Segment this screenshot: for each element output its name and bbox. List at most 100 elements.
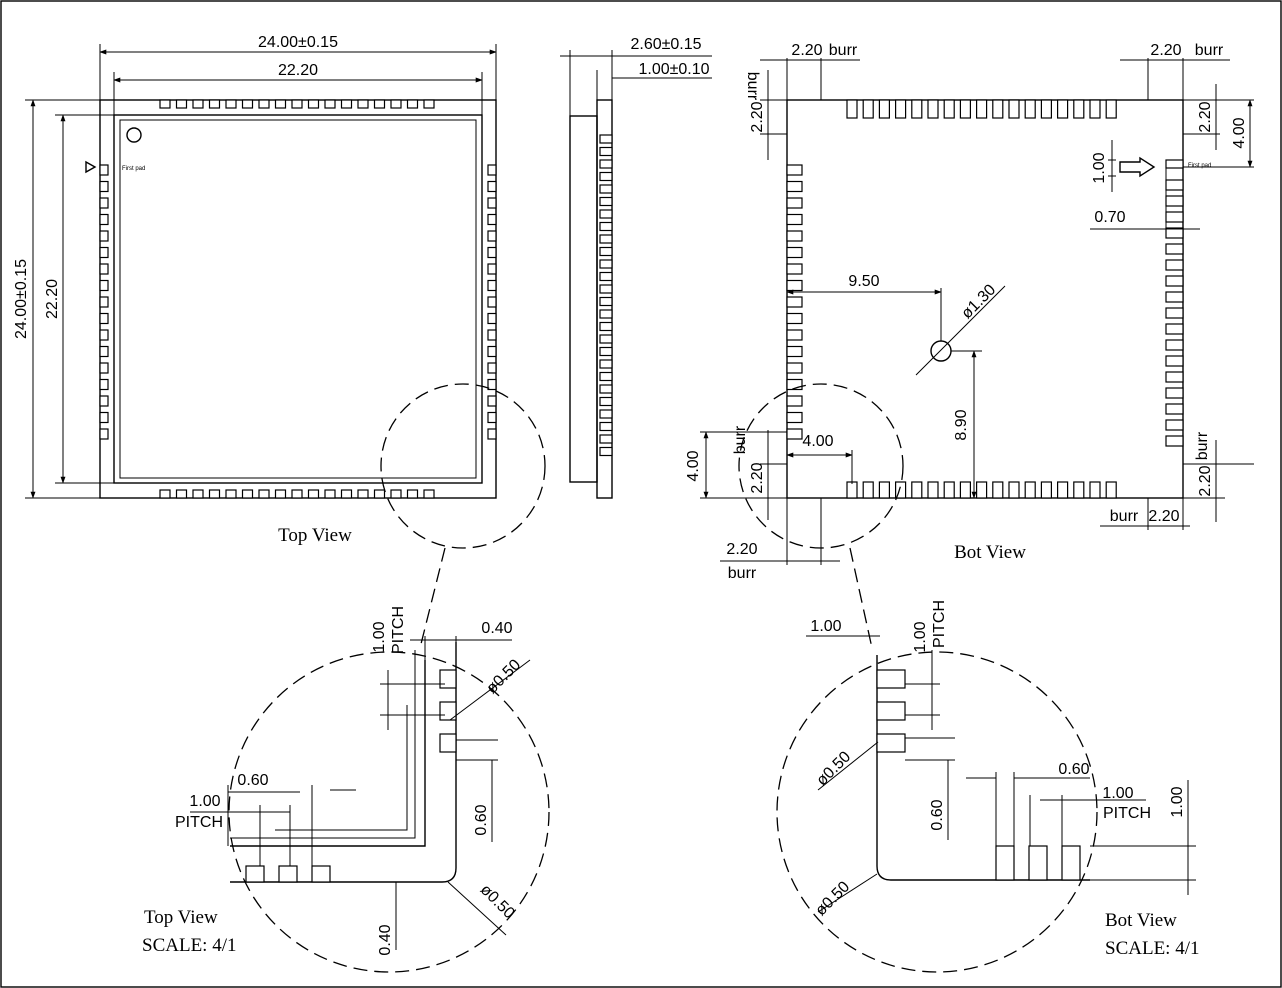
pad <box>487 411 497 424</box>
pad <box>278 865 298 883</box>
pad <box>245 865 265 883</box>
top-view-pads-right <box>487 164 497 440</box>
pad <box>599 146 613 157</box>
pad <box>307 99 320 109</box>
pad <box>291 489 303 499</box>
pad <box>599 371 613 382</box>
top-detail-circle <box>228 651 550 973</box>
pad <box>99 312 109 325</box>
pad <box>99 345 109 358</box>
svg-text:burr: burr <box>829 42 858 59</box>
pad <box>340 99 353 109</box>
pad <box>99 411 109 424</box>
pad <box>487 312 497 325</box>
pad <box>487 362 497 374</box>
pad <box>911 99 923 119</box>
svg-text:PITCH: PITCH <box>390 606 407 654</box>
pad <box>786 345 803 358</box>
pad <box>786 428 803 440</box>
pad <box>311 865 331 883</box>
side-thickness-dim: 2.60±0.15 <box>630 36 701 53</box>
pad <box>99 263 109 275</box>
side-view: 2.60±0.15 1.00±0.10 <box>560 36 712 499</box>
svg-text:2.20: 2.20 <box>749 462 766 493</box>
pad <box>192 489 204 499</box>
pad <box>876 669 906 689</box>
pad <box>1165 355 1184 367</box>
pad <box>786 279 803 292</box>
pad <box>862 99 874 119</box>
bottom-view-pads-left <box>786 164 803 440</box>
side-view-pads <box>599 134 613 457</box>
svg-text:ø0.50: ø0.50 <box>813 748 854 789</box>
pad <box>599 246 613 257</box>
svg-text:1.00: 1.00 <box>1091 152 1108 183</box>
pad <box>786 411 803 424</box>
bottom-view-pads-bottom <box>846 481 1117 499</box>
pad <box>487 263 497 275</box>
pad <box>1165 291 1184 303</box>
pad <box>599 396 613 407</box>
pad <box>786 246 803 259</box>
svg-text:4.00: 4.00 <box>802 433 833 450</box>
pad <box>786 213 803 226</box>
pad <box>878 481 891 499</box>
svg-text:1.00: 1.00 <box>810 618 841 635</box>
pad <box>992 99 1004 119</box>
top-detail-title: Top View <box>144 907 218 928</box>
pad <box>291 99 303 109</box>
pad <box>99 230 109 242</box>
top-detail-scale: SCALE: 4/1 <box>142 935 236 956</box>
svg-text:0.60: 0.60 <box>1058 761 1089 778</box>
pad <box>99 180 109 193</box>
top-detail-pads-vertical <box>439 669 457 753</box>
pad <box>175 489 188 499</box>
pad <box>786 197 803 209</box>
top-detail-view: 0.40 1.00 PITCH ø0.50 0.60 0.60 1.00 PIT… <box>142 547 550 973</box>
pad <box>599 334 613 344</box>
pad <box>1165 211 1184 223</box>
pad <box>99 197 109 209</box>
pad <box>159 99 171 109</box>
pad <box>175 99 188 109</box>
pad <box>911 481 923 499</box>
top-inner-width-dim: 22.20 <box>278 62 318 79</box>
svg-text:ø0.50: ø0.50 <box>477 881 518 922</box>
svg-text:2.20: 2.20 <box>726 541 757 558</box>
pad <box>1165 307 1184 319</box>
pad <box>390 99 402 109</box>
pad <box>1008 99 1020 119</box>
first-pad-arrow-icon <box>1119 156 1156 178</box>
pad <box>373 489 386 499</box>
pad <box>99 395 109 407</box>
pad <box>258 489 270 499</box>
pad <box>324 489 336 499</box>
pad <box>975 481 988 499</box>
pad <box>487 345 497 358</box>
svg-text:8.90: 8.90 <box>953 409 970 440</box>
pad <box>943 481 955 499</box>
pad <box>599 346 613 357</box>
pad <box>786 395 803 407</box>
pad <box>1165 179 1184 191</box>
top-view-pin1-marker <box>126 127 142 143</box>
pad <box>599 321 613 332</box>
pad <box>1165 323 1184 335</box>
pad <box>192 99 204 109</box>
pad <box>423 99 435 109</box>
pad <box>1165 387 1184 399</box>
pad <box>274 99 287 109</box>
pad <box>159 489 171 499</box>
top-overall-height-dim: 24.00±0.15 <box>13 259 30 339</box>
pad <box>599 234 613 244</box>
pad <box>406 99 419 109</box>
pad <box>99 428 109 440</box>
svg-text:1.00: 1.00 <box>1169 786 1186 817</box>
pad <box>599 384 613 394</box>
svg-text:burr: burr <box>1195 42 1224 59</box>
pad <box>99 378 109 391</box>
svg-text:PITCH: PITCH <box>931 600 948 648</box>
svg-text:9.50: 9.50 <box>848 273 879 290</box>
svg-text:0.60: 0.60 <box>473 804 490 835</box>
